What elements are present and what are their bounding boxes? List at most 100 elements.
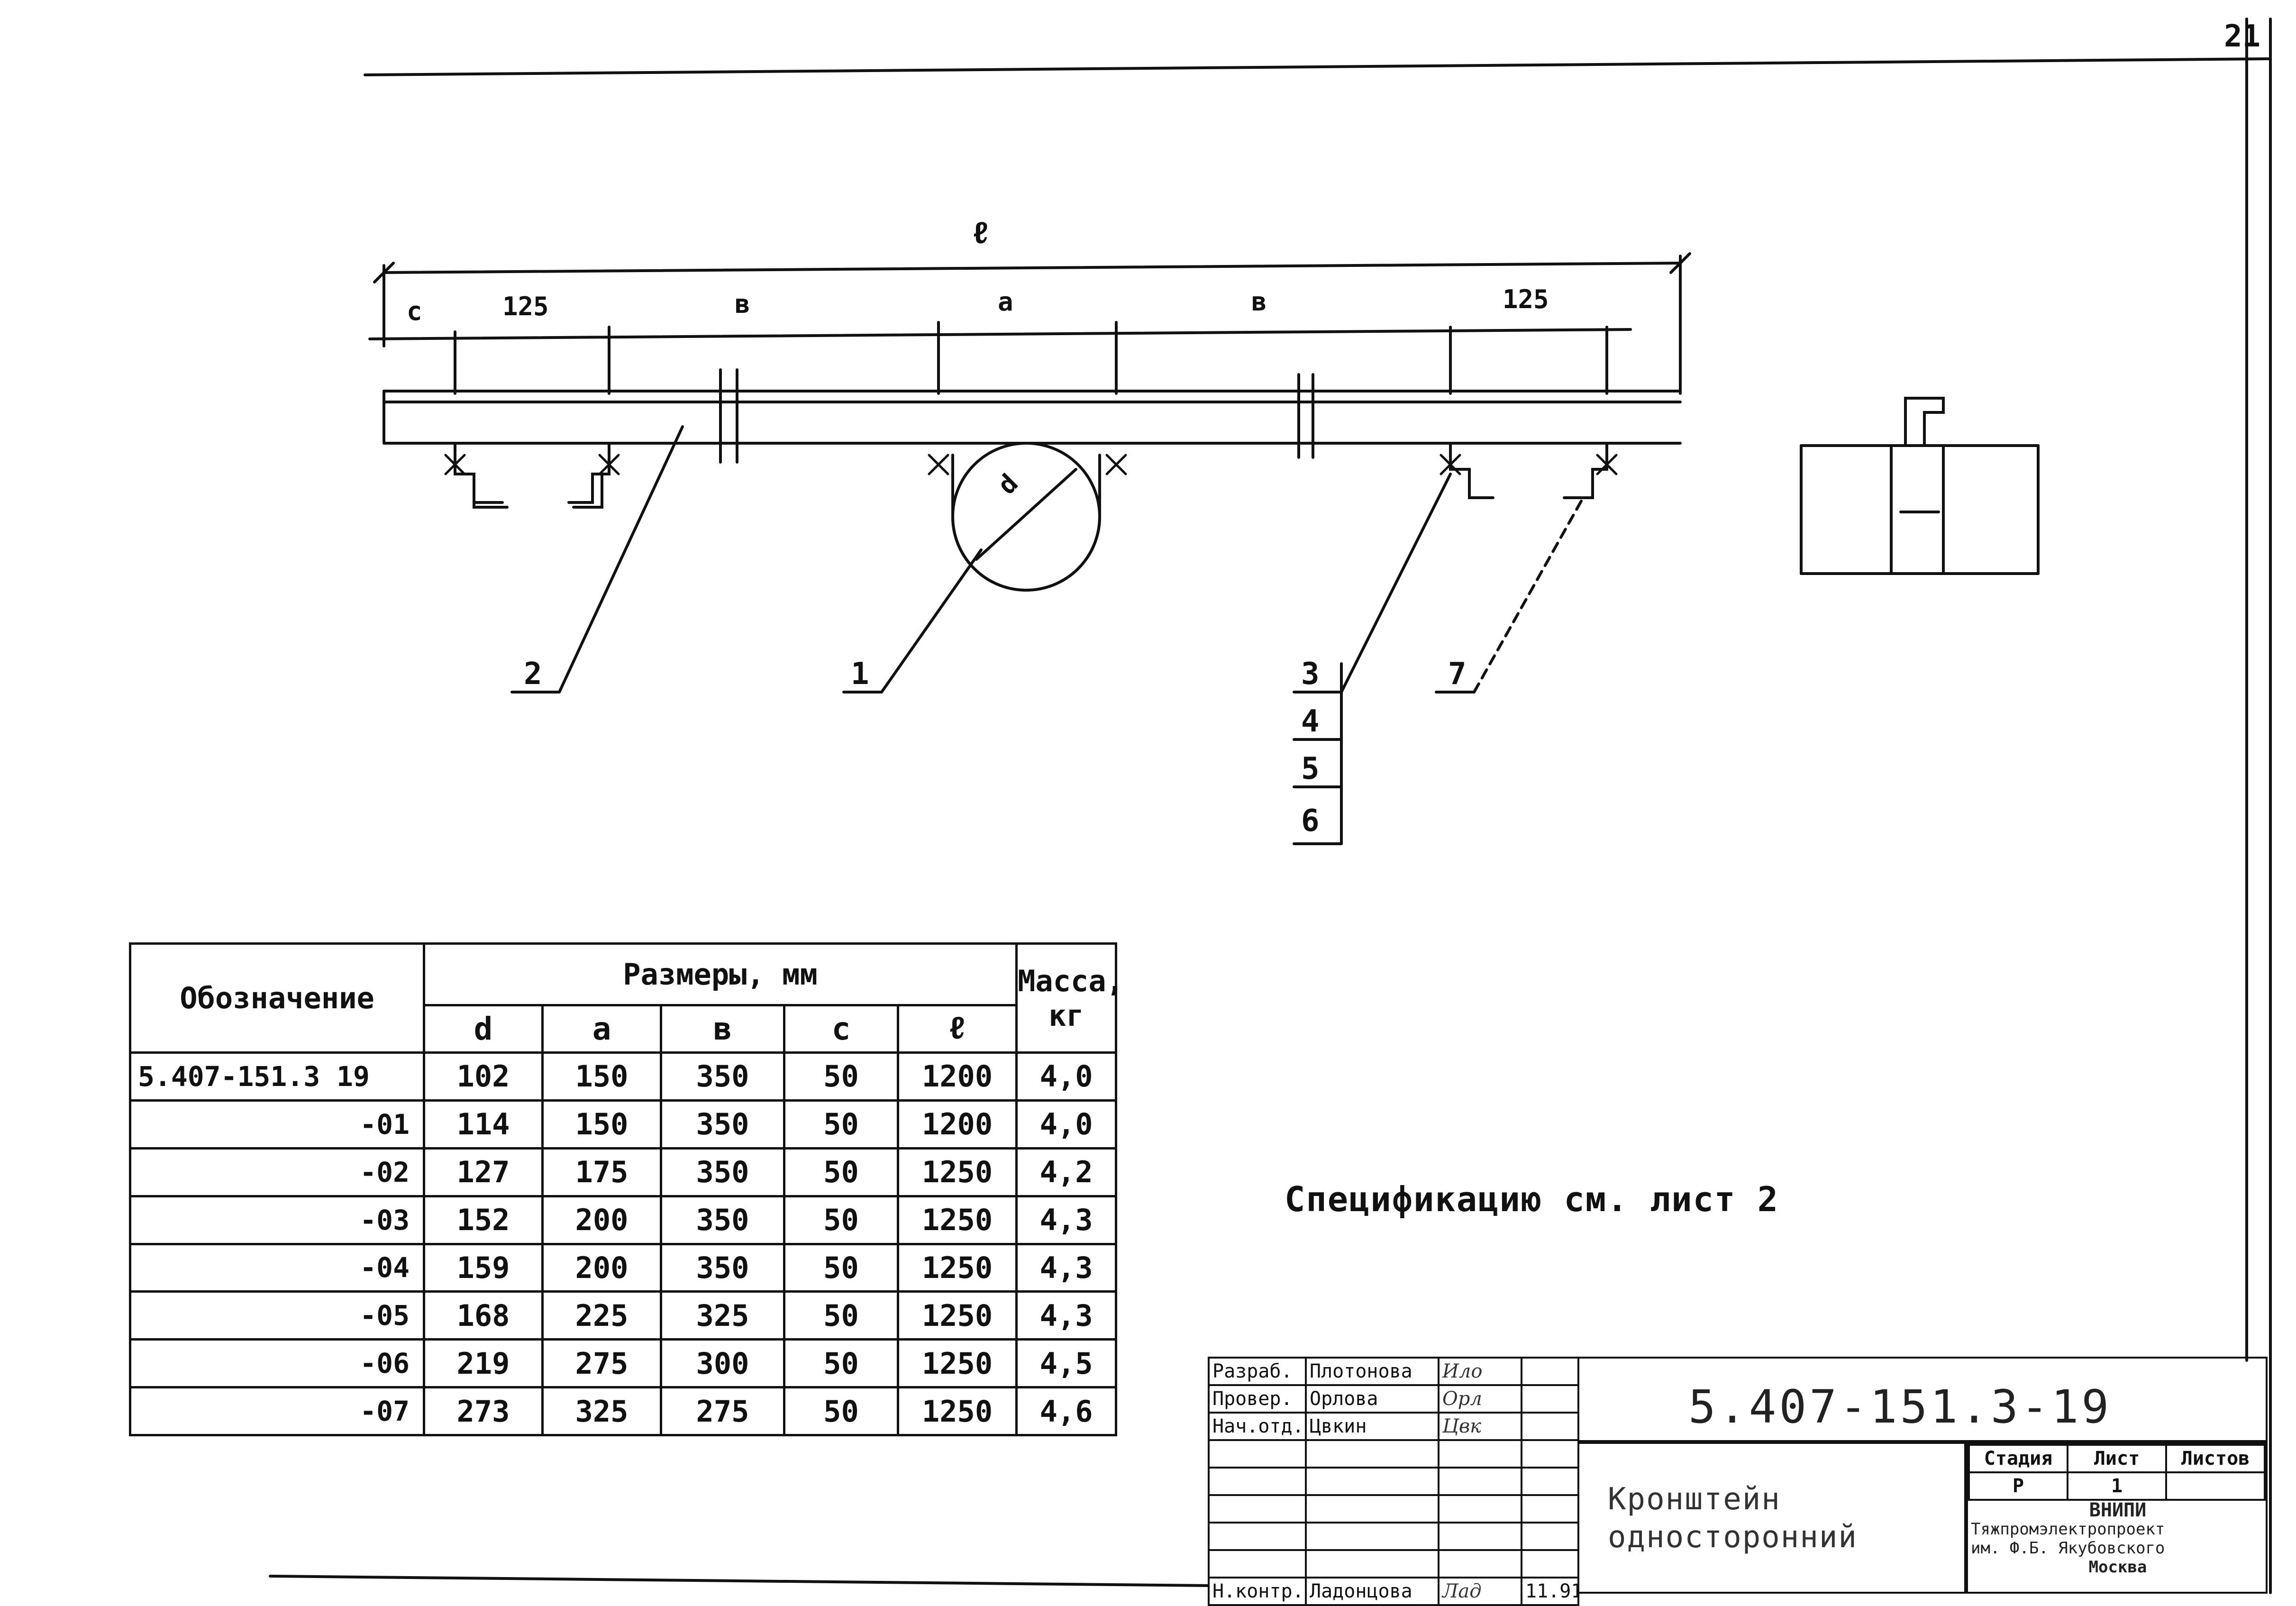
signature-table: Разраб. Плотонова Ило Провер. Орлова Орл…: [1208, 1357, 1579, 1606]
frame-bottom-line: [269, 1575, 1209, 1587]
callout-2: 2: [524, 657, 542, 692]
sig-signature: Цвк: [1438, 1412, 1522, 1441]
d-cell: 168: [423, 1290, 544, 1341]
designation-cell: -06: [129, 1338, 425, 1389]
sheet-header: Лист: [2067, 1444, 2167, 1473]
leader-1: [880, 548, 983, 694]
sig-role: Н.контр.: [1208, 1577, 1307, 1606]
stage-value: Р: [1968, 1471, 2068, 1501]
product-name-line1: Кронштейн: [1608, 1482, 1781, 1517]
right-bracket-1: [1449, 442, 1494, 499]
a-cell: 150: [541, 1099, 662, 1150]
d-cell: 219: [423, 1338, 544, 1389]
dim-label-b-left: в: [735, 289, 750, 319]
sheets-header: Листов: [2165, 1444, 2266, 1473]
d-cell: 127: [423, 1147, 544, 1197]
mass-cell: 4,0: [1015, 1051, 1118, 1102]
l-cell: 1250: [896, 1338, 1018, 1389]
b-cell: 350: [660, 1147, 785, 1197]
sig-signature: Лад: [1438, 1577, 1522, 1606]
mass-cell: 4,5: [1015, 1338, 1118, 1389]
l-cell: 1200: [896, 1099, 1018, 1150]
leader-3: [1340, 473, 1452, 694]
c-cell: 50: [783, 1338, 899, 1389]
product-name-box: Кронштейн односторонний: [1577, 1442, 1966, 1594]
mass-cell: 4,3: [1015, 1195, 1118, 1245]
l-cell: 1250: [896, 1290, 1018, 1341]
d-cell: 114: [423, 1099, 544, 1150]
designation-cell: -02: [129, 1147, 425, 1197]
d-cell: 152: [423, 1195, 544, 1245]
designation-cell: -04: [129, 1242, 425, 1293]
sig-row: Н.контр. Ладонцова Лад 11.91: [1208, 1577, 1579, 1606]
dim-label-125-left: 125: [502, 292, 549, 321]
col-header-c: с: [783, 1004, 899, 1054]
designation-cell: 5.407-151.3 19: [129, 1051, 425, 1102]
designation-cell: -05: [129, 1290, 425, 1341]
frame-top-line: [364, 57, 2272, 76]
sig-name: Орлова: [1305, 1384, 1440, 1414]
callout-6: 6: [1301, 803, 1320, 839]
product-name-line2: односторонний: [1608, 1520, 1858, 1555]
dims-header: Размеры, мм: [422, 942, 1018, 1006]
title-block: Разраб. Плотонова Ило Провер. Орлова Орл…: [1208, 1357, 2268, 1606]
right-bracket-2: [1563, 442, 1608, 499]
organization-block: ВНИПИ Тяжпромэлектропроект им. Ф.Б. Якуб…: [1971, 1501, 2265, 1577]
a-cell: 325: [541, 1386, 662, 1436]
sig-signature: Орл: [1438, 1384, 1522, 1414]
b-cell: 350: [660, 1242, 785, 1293]
b-cell: 350: [660, 1195, 785, 1245]
a-cell: 200: [541, 1195, 662, 1245]
dim-l-line: [383, 262, 1682, 274]
sizes-table: Обозначение Размеры, мм Масса, кг d а в …: [129, 942, 1124, 1436]
spec-note: Спецификацию см. лист 2: [1285, 1179, 1779, 1219]
b-cell: 275: [660, 1386, 785, 1436]
a-cell: 150: [541, 1051, 662, 1102]
sig-date: [1521, 1384, 1579, 1414]
sig-row: Нач.отд. Цвкин Цвк: [1208, 1412, 1579, 1441]
stage-box: Стадия Лист Листов Р 1 ВНИПИ Тяжпромэлек…: [1966, 1442, 2268, 1594]
doc-code: 5.407-151.3-19: [1688, 1380, 2112, 1433]
sig-role: Провер.: [1208, 1384, 1307, 1414]
col-header-d: d: [423, 1004, 544, 1054]
c-cell: 50: [783, 1099, 899, 1150]
mass-cell: 4,3: [1015, 1242, 1118, 1293]
b-cell: 325: [660, 1290, 785, 1341]
sheets-value: [2165, 1471, 2266, 1501]
mass-cell: 4,2: [1015, 1147, 1118, 1197]
dim-label-a: а: [998, 287, 1013, 317]
col-header-l: ℓ: [896, 1004, 1018, 1054]
b-cell: 350: [660, 1099, 785, 1150]
c-cell: 50: [783, 1051, 899, 1102]
sig-row: Провер. Орлова Орл: [1208, 1384, 1579, 1414]
a-cell: 175: [541, 1147, 662, 1197]
sig-name: Цвкин: [1305, 1412, 1440, 1441]
leader-7: [1473, 496, 1585, 694]
callout-5: 5: [1301, 751, 1320, 786]
a-cell: 200: [541, 1242, 662, 1293]
c-cell: 50: [783, 1242, 899, 1293]
c-cell: 50: [783, 1290, 899, 1341]
dim-label-c: c: [407, 296, 422, 326]
d-cell: 273: [423, 1386, 544, 1436]
leader-2: [558, 425, 684, 694]
d-cell: 102: [423, 1051, 544, 1102]
sheet-value: 1: [2067, 1471, 2167, 1501]
l-cell: 1250: [896, 1147, 1018, 1197]
sig-role: Разраб.: [1208, 1357, 1307, 1386]
org-line3: им. Ф.Б. Якубовского: [1971, 1539, 2165, 1558]
org-line4: Москва: [2088, 1558, 2147, 1577]
l-cell: 1250: [896, 1195, 1018, 1245]
sig-role: Нач.отд.: [1208, 1412, 1307, 1441]
callout-7: 7: [1448, 657, 1467, 692]
mass-header: Масса, кг: [1015, 942, 1124, 1054]
sig-signature: Ило: [1438, 1357, 1522, 1386]
d-cell: 159: [423, 1242, 544, 1293]
l-cell: 1250: [896, 1242, 1018, 1293]
stage-header: Стадия: [1968, 1444, 2068, 1473]
